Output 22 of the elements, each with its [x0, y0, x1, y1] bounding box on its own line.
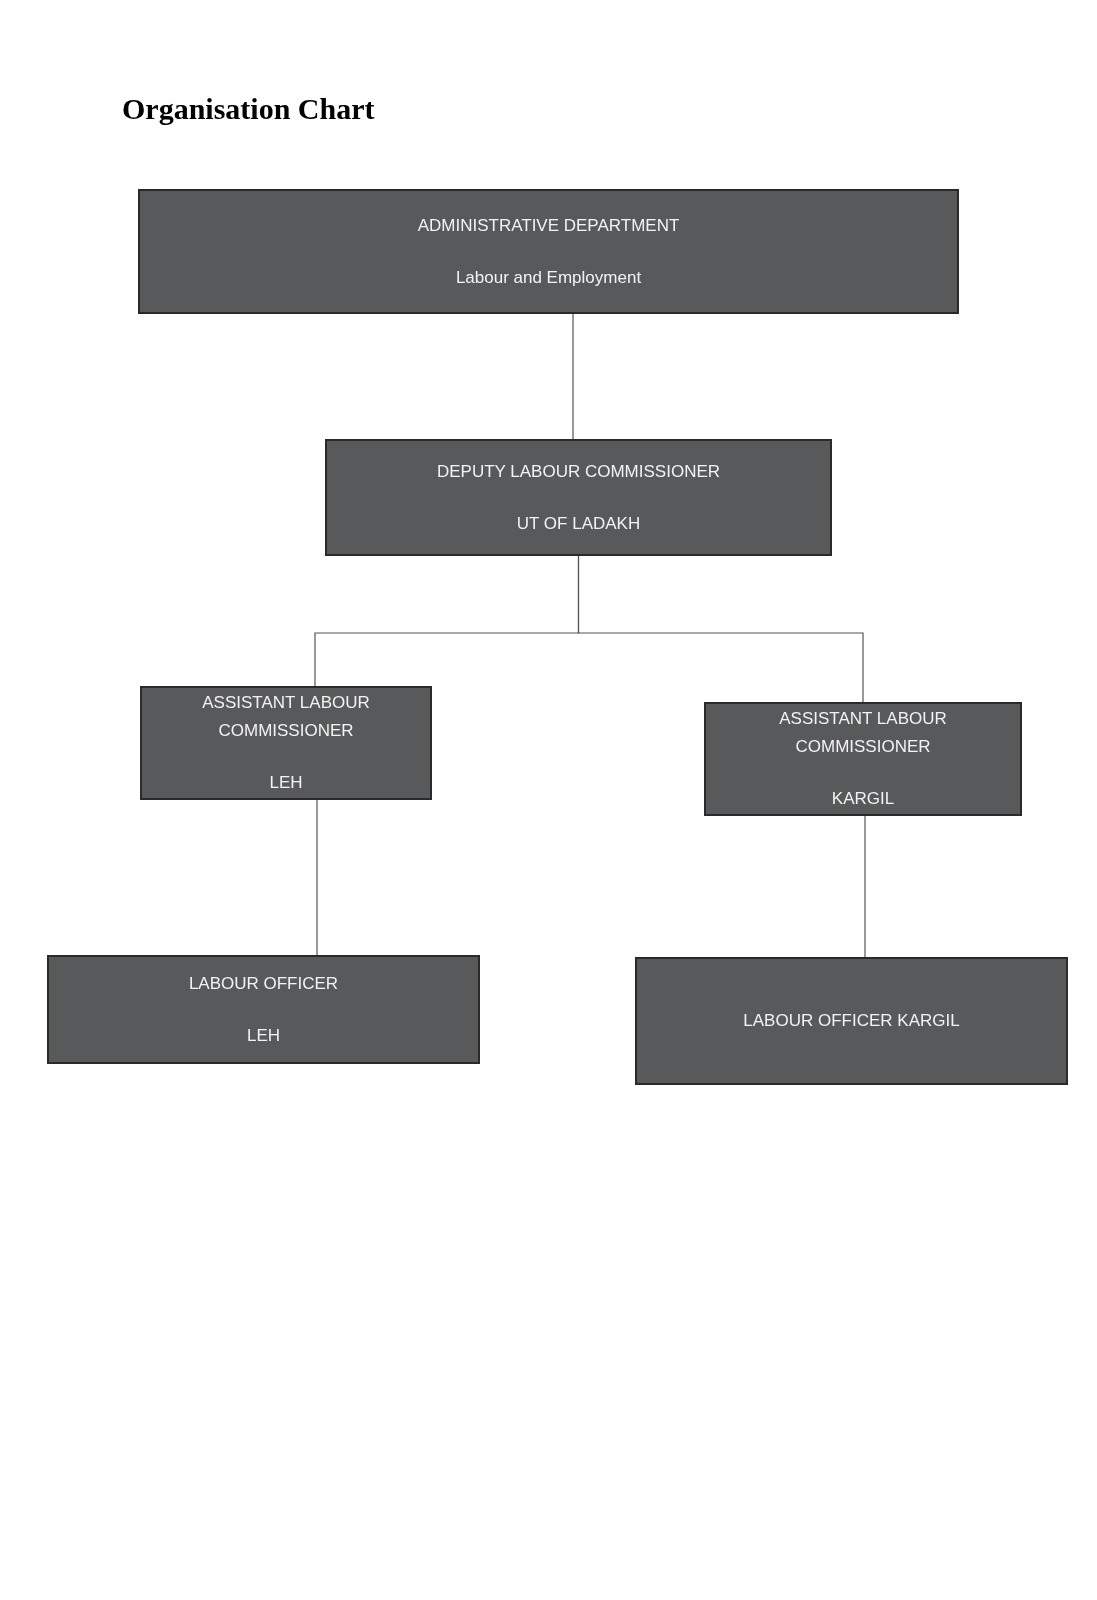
org-box: [47, 955, 480, 1064]
connector-line: [316, 799, 318, 956]
role-text: DEPUTY LABOUR COMMISSIONER: [436, 460, 721, 483]
org-box: [138, 189, 959, 314]
role-text: LABOUR OFFICER: [188, 972, 339, 995]
role-text: LEH: [246, 1024, 281, 1047]
org-box: [325, 439, 832, 556]
role-text: UT OF LADAKH: [516, 512, 641, 535]
role-text: ASSISTANT LABOUR COMMISSIONER: [778, 708, 948, 758]
org-box: [704, 702, 1022, 816]
role-text: Labour and Employment: [455, 266, 642, 289]
role-text: ASSISTANT LABOUR COMMISSIONER: [201, 692, 371, 742]
org-box: [635, 957, 1068, 1085]
connector-line: [864, 815, 866, 958]
role-text: ADMINISTRATIVE DEPARTMENT: [417, 214, 680, 237]
role-text: KARGIL: [831, 788, 895, 810]
org-box: [140, 686, 432, 800]
connector-line: [572, 313, 574, 440]
connector-line: [577, 555, 864, 703]
role-text: LABOUR OFFICER KARGIL: [743, 1010, 960, 1032]
chart-title: Organisation Chart: [122, 91, 375, 127]
role-text: LEH: [269, 772, 303, 794]
